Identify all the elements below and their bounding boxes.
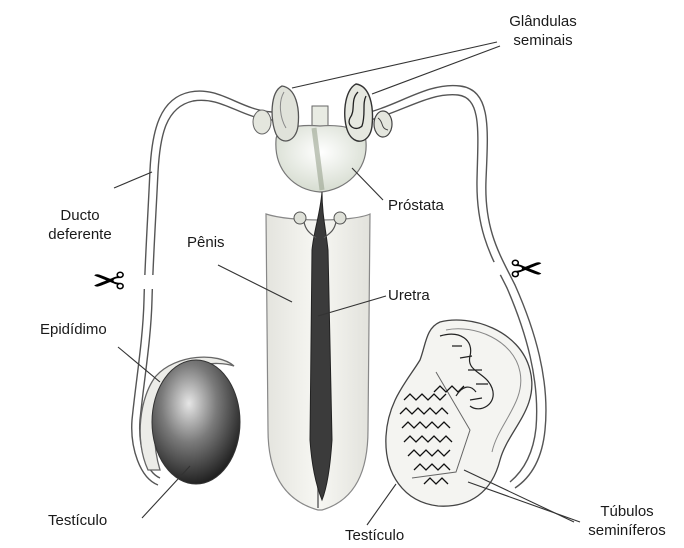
scissors-icon: ✂ — [92, 262, 126, 302]
label-vas-deferens: Ducto deferente — [30, 206, 130, 244]
label-seminiferous-tubules-line2: seminíferos — [572, 521, 682, 540]
label-testicle-right: Testículo — [345, 526, 404, 545]
label-vas-deferens-line1: Ducto — [30, 206, 130, 225]
label-testicle-left: Testículo — [48, 511, 107, 530]
label-seminal-glands-line2: seminais — [488, 31, 598, 50]
seminal-vesicle-right — [345, 84, 392, 141]
scissors-icon: ✂ — [510, 250, 544, 290]
label-seminiferous-tubules-line1: Túbulos — [572, 502, 682, 521]
label-penis: Pênis — [187, 233, 225, 252]
testicle-right-section — [386, 320, 532, 506]
label-seminiferous-tubules: Túbulos seminíferos — [572, 502, 682, 540]
label-prostate: Próstata — [388, 196, 444, 215]
label-epididymis: Epidídimo — [40, 320, 107, 339]
testicle-left — [152, 360, 240, 484]
label-seminal-glands: Glândulas seminais — [488, 12, 598, 50]
seminal-vesicle-left — [253, 86, 298, 141]
vas-cut-gap-left — [138, 275, 158, 289]
label-vas-deferens-line2: deferente — [30, 225, 130, 244]
label-seminal-glands-line1: Glândulas — [488, 12, 598, 31]
label-urethra: Uretra — [388, 286, 430, 305]
